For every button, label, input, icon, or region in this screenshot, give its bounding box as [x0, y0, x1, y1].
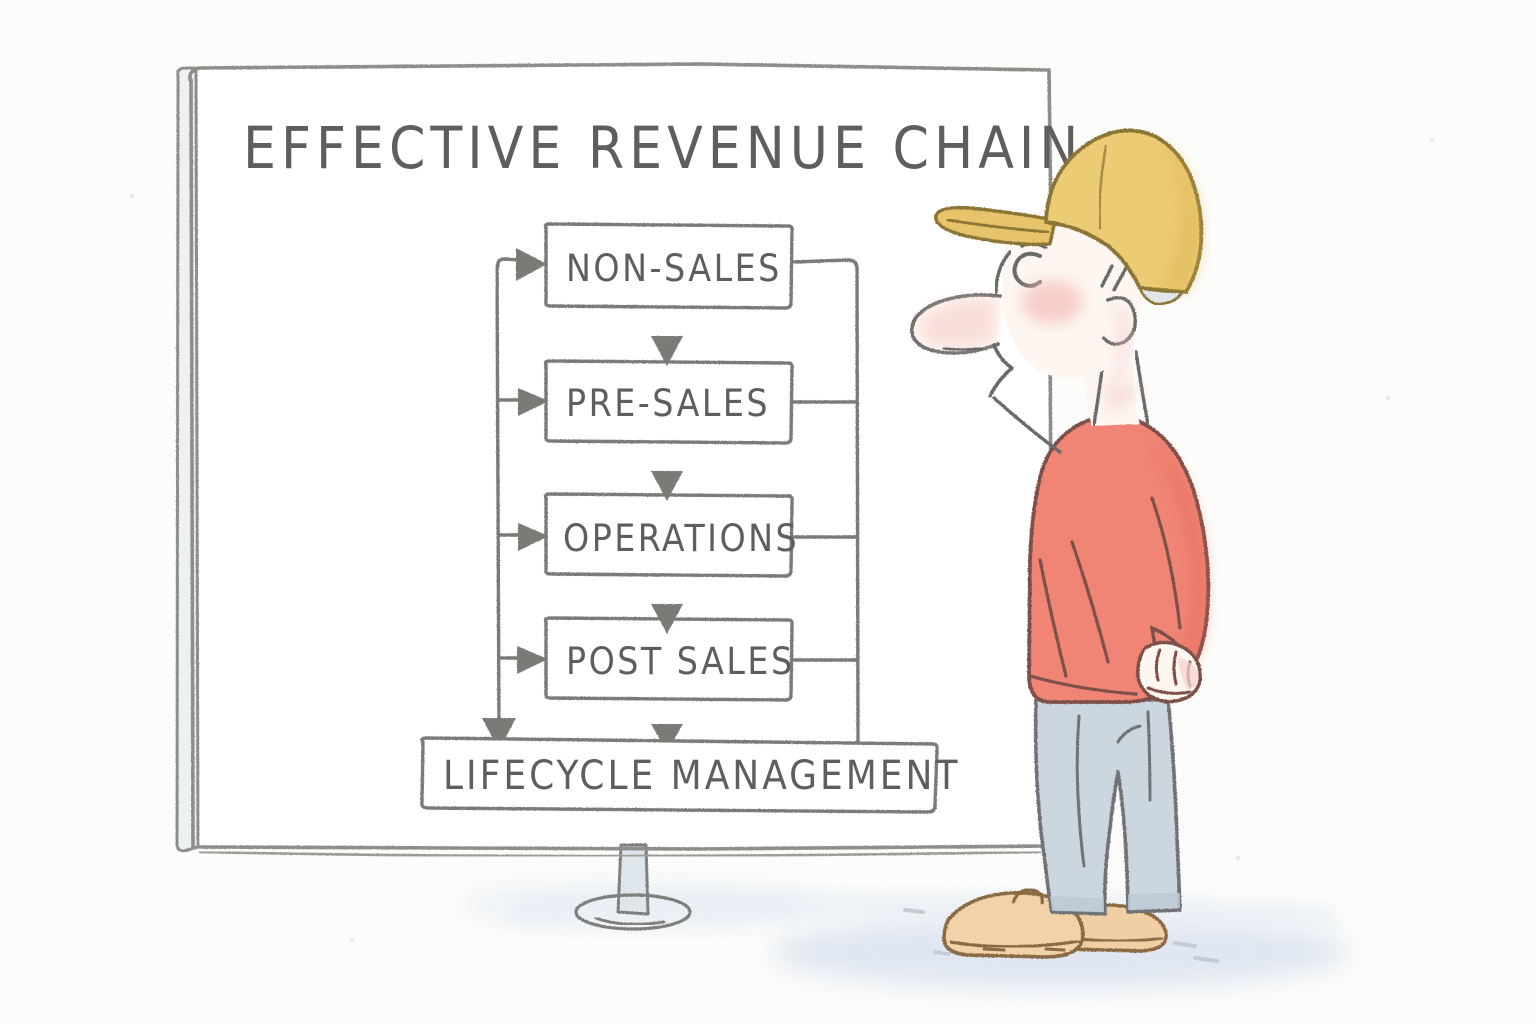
stage-label-non-sales: NON-SALES — [566, 247, 782, 290]
jawline — [992, 396, 1062, 454]
paper-specks — [129, 138, 1434, 943]
whiteboard-title: EFFECTIVE REVENUE CHAIN — [243, 114, 1083, 182]
trousers — [1033, 698, 1182, 916]
footer-label-lifecycle-management: LIFECYCLE MANAGEMENT — [443, 753, 960, 799]
right-rail — [791, 258, 860, 744]
whiteboard-left-edge — [175, 66, 200, 853]
footer-box-lifecycle-management[interactable]: LIFECYCLE MANAGEMENT — [420, 736, 961, 814]
stage-label-post-sales: POST SALES — [566, 640, 795, 683]
left-rail-arrowheads — [482, 248, 549, 750]
stage-box-non-sales[interactable]: NON-SALES — [543, 222, 794, 310]
neck — [1085, 350, 1150, 426]
hair-strokes — [1100, 264, 1128, 292]
cheek-blush — [1022, 280, 1082, 324]
whiteboard-surface — [189, 66, 1051, 847]
head — [910, 206, 1143, 454]
clasped-hands — [1136, 640, 1202, 704]
baseball-cap — [934, 128, 1204, 306]
stage-box-operations[interactable]: OPERATIONS — [543, 492, 800, 578]
whiteboard[interactable]: EFFECTIVE REVENUE CHAIN — [175, 62, 1083, 931]
whiteboard-bottom-lip — [198, 850, 1042, 858]
flowchart: NON-SALES PRE-SALES OPERATIONS POST SALE… — [420, 222, 961, 814]
stage-label-operations: OPERATIONS — [563, 517, 799, 560]
character[interactable] — [910, 128, 1211, 959]
stage-box-pre-sales[interactable]: PRE-SALES — [543, 359, 794, 445]
whiteboard-stand — [574, 843, 692, 931]
stage-box-post-sales[interactable]: POST SALES — [543, 616, 795, 702]
whiteboard-stand-base — [574, 893, 692, 931]
stage-flow-arrows — [651, 306, 683, 752]
cap-crown — [1044, 128, 1204, 294]
mouth — [988, 343, 1014, 398]
shoes — [942, 888, 1168, 959]
stage-label-pre-sales: PRE-SALES — [566, 382, 770, 425]
